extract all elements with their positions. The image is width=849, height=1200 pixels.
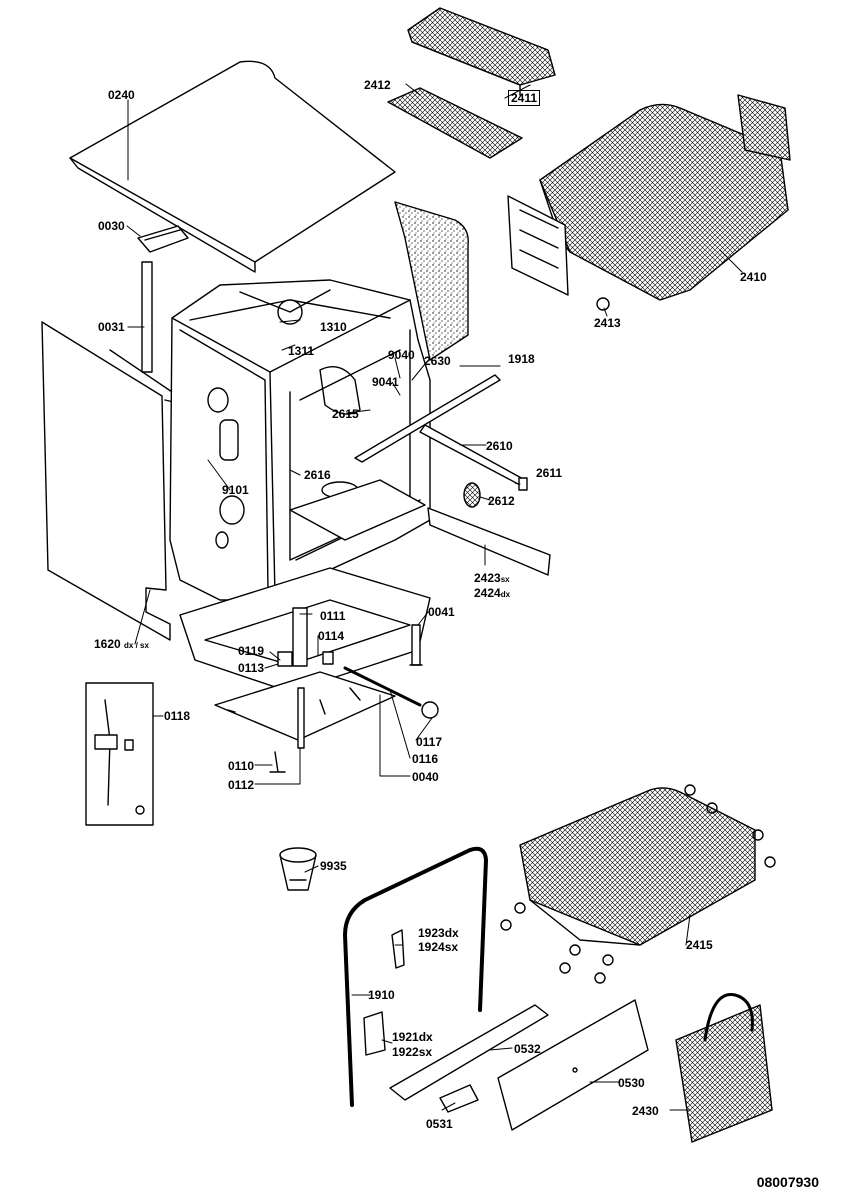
cutlery-tray-2411 xyxy=(408,8,555,95)
label-2616: 2616 xyxy=(304,468,331,482)
label-2424: 2424dx xyxy=(474,586,510,602)
label-1921-suffix: dx xyxy=(418,1030,433,1044)
inset-0118 xyxy=(86,683,153,825)
label-0240: 0240 xyxy=(108,88,135,102)
insulation-panel xyxy=(395,202,468,360)
label-2410: 2410 xyxy=(740,270,767,284)
label-2423-suffix: sx xyxy=(500,575,510,584)
label-2423: 2423sx xyxy=(474,571,510,587)
bracket-0030 xyxy=(138,226,188,252)
label-1310: 1310 xyxy=(320,320,347,334)
label-1311: 1311 xyxy=(288,344,315,358)
label-1918: 1918 xyxy=(508,352,535,366)
filter-tray xyxy=(290,480,425,540)
label-0118: 0118 xyxy=(164,709,191,723)
label-2611: 2611 xyxy=(536,466,563,480)
label-0041: 0041 xyxy=(428,605,455,619)
label-1620-suffix: dx / sx xyxy=(124,641,149,650)
label-2615: 2615 xyxy=(332,407,359,421)
label-2411: 2411 xyxy=(508,90,541,106)
label-2630: 2630 xyxy=(424,354,451,368)
label-9040: 9040 xyxy=(388,348,415,362)
label-1922-suffix: sx xyxy=(418,1045,433,1059)
cover-0531 xyxy=(440,1085,478,1112)
wheel-2612 xyxy=(464,483,480,507)
foot-0041 xyxy=(410,625,422,665)
label-2612: 2612 xyxy=(488,494,515,508)
label-0113: 0113 xyxy=(238,661,265,675)
label-1924-suffix: sx xyxy=(444,940,459,954)
label-1924: 1924sx xyxy=(418,940,458,954)
label-0112: 0112 xyxy=(228,778,255,792)
rail-1918 xyxy=(355,375,500,462)
door-gasket-1910 xyxy=(345,849,486,1105)
label-1923-suffix: dx xyxy=(444,926,459,940)
side-panel-1620 xyxy=(42,322,182,640)
label-1924-number: 1924 xyxy=(418,940,445,954)
label-0532: 0532 xyxy=(514,1042,541,1056)
leader-lines xyxy=(127,84,742,1110)
label-0030: 0030 xyxy=(98,219,125,233)
lower-basket-2415 xyxy=(501,785,775,983)
label-1922-number: 1922 xyxy=(392,1045,419,1059)
label-1921-number: 1921 xyxy=(392,1030,419,1044)
document-number: 08007930 xyxy=(756,1174,819,1190)
rail-2610 xyxy=(420,425,525,485)
label-1922: 1922sx xyxy=(392,1045,432,1059)
label-2413: 2413 xyxy=(594,316,621,330)
label-9935: 9935 xyxy=(320,859,347,873)
label-1923: 1923dx xyxy=(418,926,459,940)
label-0111: 0111 xyxy=(320,609,346,623)
label-0110: 0110 xyxy=(228,759,255,773)
upper-basket-2410 xyxy=(508,95,790,310)
plinth-2423 xyxy=(428,508,550,575)
base-0040 xyxy=(180,568,430,692)
label-2412: 2412 xyxy=(364,78,391,92)
label-1923-number: 1923 xyxy=(418,926,445,940)
label-0531: 0531 xyxy=(426,1117,453,1131)
label-2424-number: 2424 xyxy=(474,586,501,600)
label-0116: 0116 xyxy=(412,752,439,766)
channel-0532 xyxy=(390,1005,548,1100)
label-0530: 0530 xyxy=(618,1076,645,1090)
label-9041: 9041 xyxy=(372,375,399,389)
label-0040: 0040 xyxy=(412,770,439,784)
label-1620: 1620 dx / sx xyxy=(94,637,149,653)
label-0031: 0031 xyxy=(98,320,125,334)
label-0119: 0119 xyxy=(238,644,265,658)
drip-pan xyxy=(215,672,395,740)
filter-cup-9935 xyxy=(280,848,316,890)
label-2415: 2415 xyxy=(686,938,713,952)
clip-1923 xyxy=(392,930,404,968)
hinge-1921 xyxy=(364,1012,385,1055)
label-2610: 2610 xyxy=(486,439,513,453)
side-post-0031 xyxy=(142,262,152,372)
top-cover-0240 xyxy=(70,61,395,272)
cutlery-basket-2430 xyxy=(676,995,772,1142)
kickplate-0530 xyxy=(498,1000,648,1130)
grate-2412 xyxy=(388,88,522,158)
label-1620-number: 1620 xyxy=(94,637,121,651)
label-1921: 1921dx xyxy=(392,1030,433,1044)
hose-0116 xyxy=(270,668,438,772)
label-0117: 0117 xyxy=(416,735,443,749)
label-2423-number: 2423 xyxy=(474,571,501,585)
label-9101: 9101 xyxy=(222,483,249,497)
label-2430: 2430 xyxy=(632,1104,659,1118)
label-1910: 1910 xyxy=(368,988,395,1002)
label-2424-suffix: dx xyxy=(500,590,511,599)
label-0114: 0114 xyxy=(318,629,345,643)
